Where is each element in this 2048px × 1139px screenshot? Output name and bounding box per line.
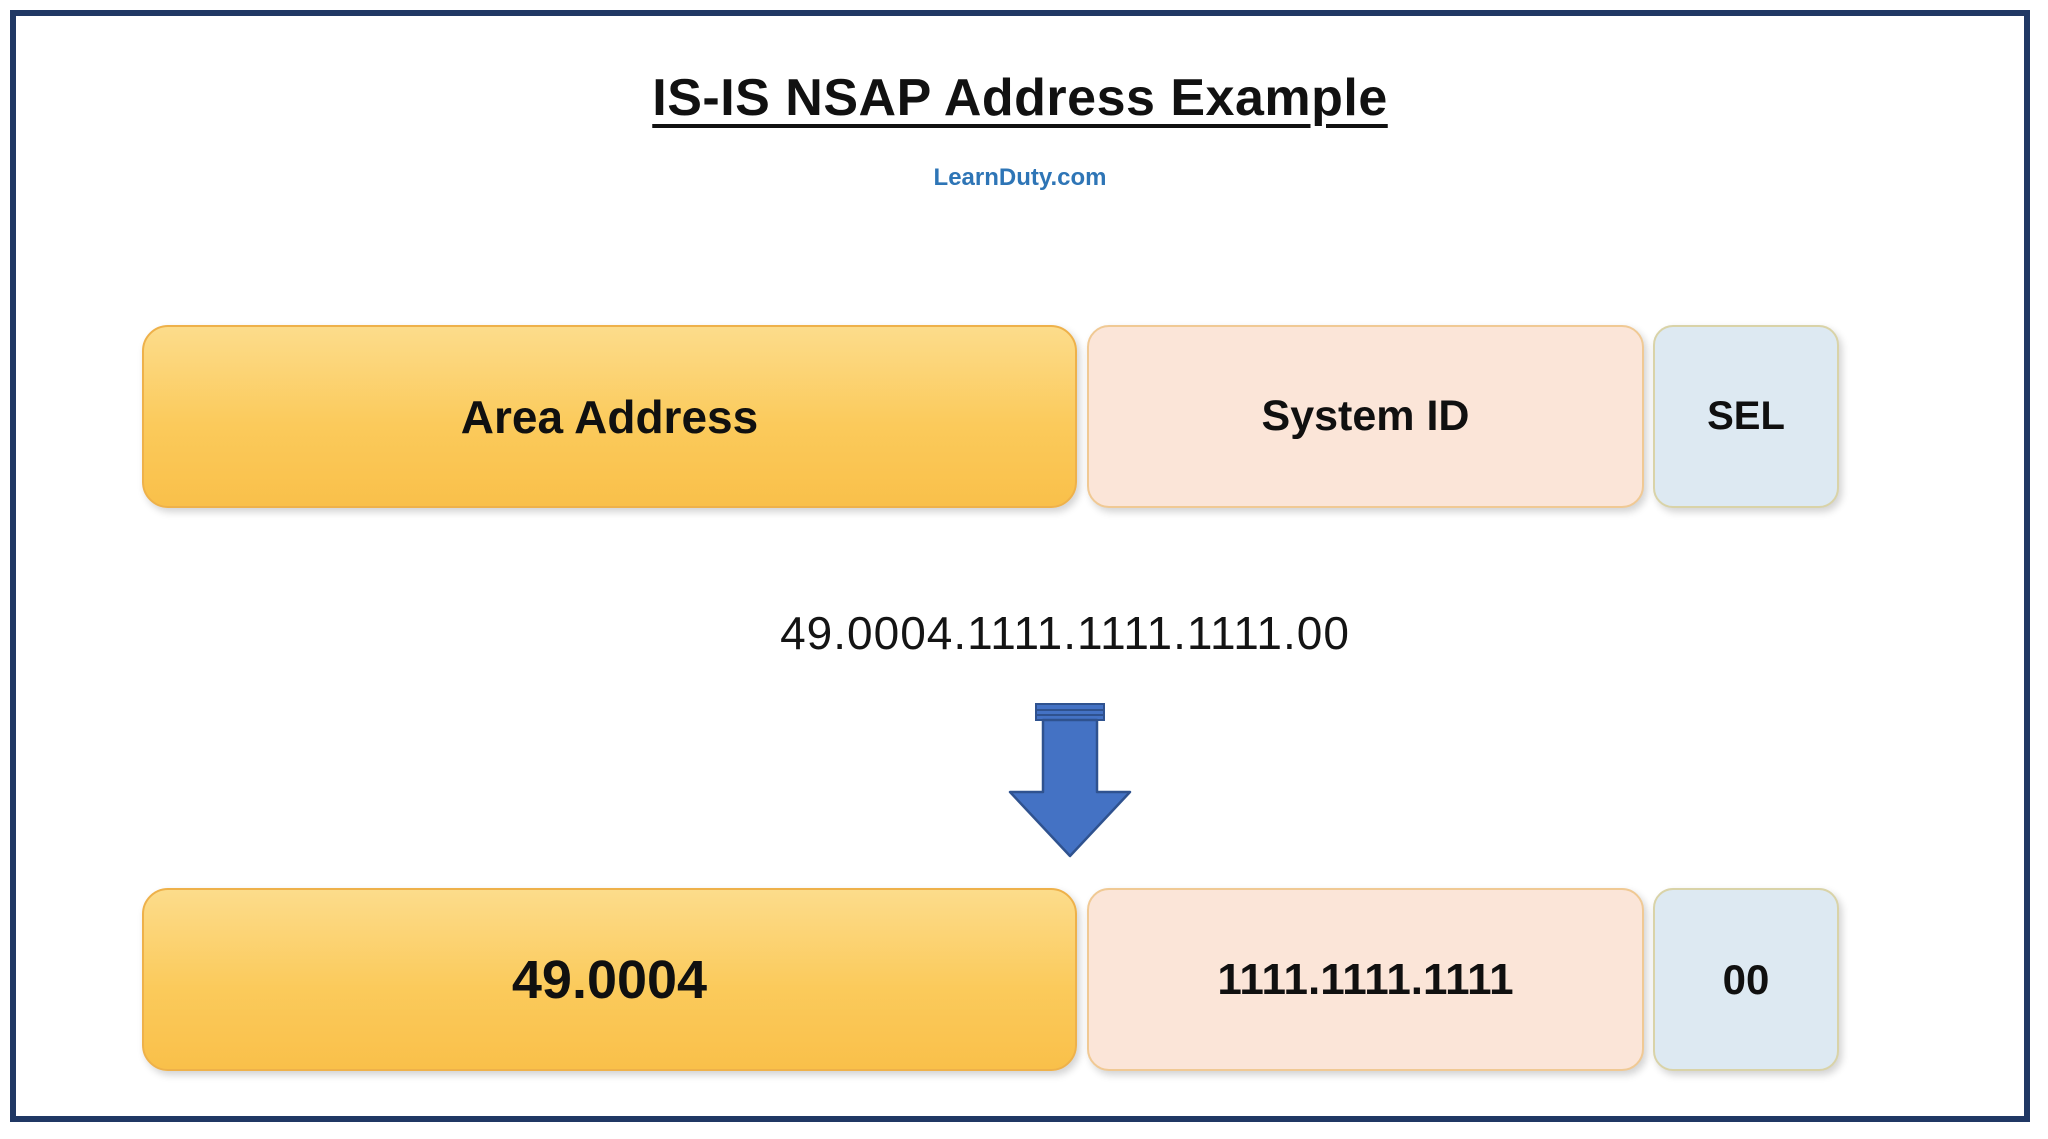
down-arrow-svg (1008, 703, 1132, 858)
down-arrow-icon (1000, 702, 1140, 862)
page-title-text: IS-IS NSAP Address Example (652, 69, 1388, 127)
brand-watermark: LearnDuty.com (933, 164, 1107, 191)
area-address-box: Area Address (142, 325, 1077, 508)
area-address-label: Area Address (460, 390, 759, 443)
page-title: IS-IS NSAP Address Example (16, 68, 2024, 128)
system-id-value: 1111.1111.1111 (1217, 954, 1514, 1004)
sel-value-box: 00 (1653, 888, 1839, 1071)
area-address-value: 49.0004 (511, 949, 708, 1010)
system-id-value-box: 1111.1111.1111 (1087, 888, 1644, 1071)
system-id-box: System ID (1087, 325, 1644, 508)
system-id-label: System ID (1261, 392, 1470, 440)
diagram-frame: IS-IS NSAP Address Example LearnDuty.com… (10, 10, 2030, 1122)
sel-value: 00 (1722, 955, 1770, 1003)
area-address-value-box: 49.0004 (142, 888, 1077, 1071)
sel-label: SEL (1707, 394, 1785, 438)
nsap-address-text: 49.0004.1111.1111.1111.00 (780, 607, 1350, 659)
sel-box: SEL (1653, 325, 1839, 508)
